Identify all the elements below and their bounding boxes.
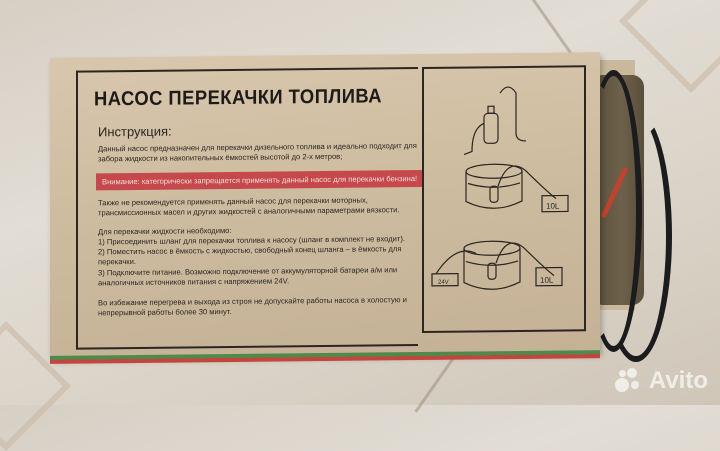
instructions-heading: Инструкция: — [98, 123, 172, 140]
box-edge-stripe — [50, 350, 600, 364]
step-2: 2) Поместить насос в ёмкость с жидкостью… — [98, 244, 402, 267]
step-3: 3) Подключите питание. Возможно подключе… — [98, 265, 398, 288]
caution-text: Во избежание перегрева и выхода из строя… — [98, 295, 407, 318]
watermark-text: Avito — [648, 367, 708, 394]
warning-banner: Внимание: категорически запрещается прим… — [96, 169, 422, 191]
product-box: НАСОС ПЕРЕКАЧКИ ТОПЛИВА Инструкция: Данн… — [50, 52, 600, 364]
intro-text: Данный насос предназначен для перекачки … — [98, 141, 417, 164]
pump-illustration: 10L 10L 24V — [431, 86, 569, 290]
canister-1-label: 10L — [546, 202, 560, 211]
instructions-panel: НАСОС ПЕРЕКАЧКИ ТОПЛИВА Инструкция: Данн… — [76, 67, 422, 350]
box-title: НАСОС ПЕРЕКАЧКИ ТОПЛИВА — [94, 85, 383, 111]
power-cable — [600, 110, 672, 362]
battery-label: 24V — [438, 280, 449, 286]
canister-2-label: 10L — [540, 276, 554, 285]
usage-diagram: 10L 10L 24V — [422, 65, 586, 333]
note-text: Также не рекомендуется применять данный … — [98, 195, 400, 218]
avito-logo-icon — [614, 368, 643, 394]
watermark: Avito — [614, 367, 708, 395]
